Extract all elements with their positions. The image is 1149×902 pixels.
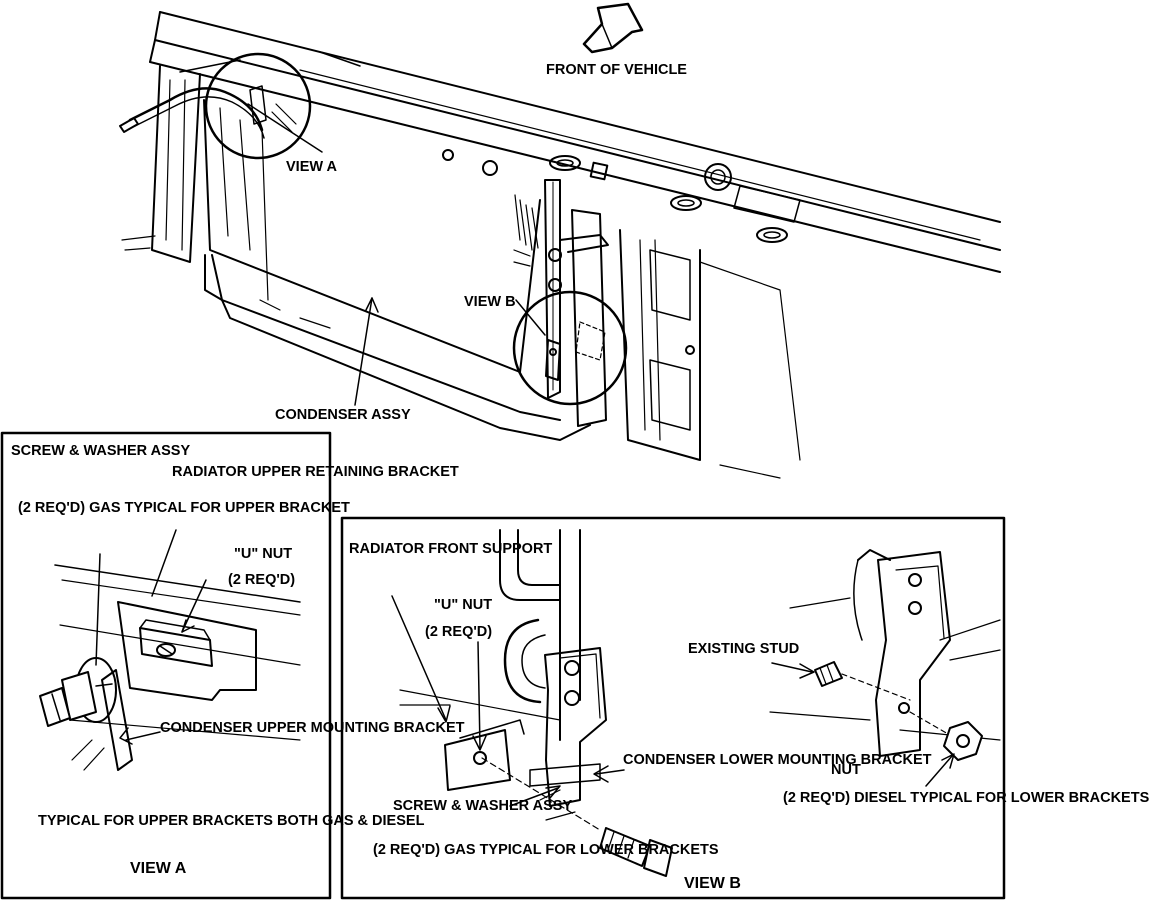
view-a-frame (0, 431, 332, 900)
view-b-circle (512, 290, 628, 406)
condenser-assy-label: CONDENSER ASSY (275, 407, 411, 423)
gas-lower-brackets-note: (2 REQ'D) GAS TYPICAL FOR LOWER BRACKETS (373, 842, 719, 858)
view-a-screw-washer-label: SCREW & WASHER ASSY (11, 443, 191, 459)
view-a-callout-label: VIEW A (286, 159, 338, 175)
front-arrow-icon (582, 2, 644, 54)
view-a-gas-upper-req-label: (2 REQ'D) GAS TYPICAL FOR UPPER BRACKET (18, 500, 350, 516)
view-b-callout-label: VIEW B (464, 294, 516, 310)
condenser-upper-mounting-bracket-label: CONDENSER UPPER MOUNTING BRACKET (160, 720, 465, 736)
view-a-u-nut-label: "U" NUT (234, 546, 293, 562)
radiator-upper-retaining-bracket-label: RADIATOR UPPER RETAINING BRACKET (172, 464, 459, 480)
view-b-u-nut-req-label: (2 REQ'D) (425, 624, 493, 640)
existing-stud-label: EXISTING STUD (688, 641, 800, 657)
view-b-frame (340, 516, 1006, 900)
view-a-u-nut-req-label: (2 REQ'D) (228, 572, 296, 588)
view-b-u-nut-label: "U" NUT (434, 597, 493, 613)
condenser-lower-mounting-bracket-label: CONDENSER LOWER MOUNTING BRACKET (623, 752, 932, 768)
view-b-screw-washer-label: SCREW & WASHER ASSY (393, 798, 573, 814)
view-b-title: VIEW B (684, 875, 741, 892)
view-a-typical-note: TYPICAL FOR UPPER BRACKETS BOTH GAS & DI… (38, 813, 425, 829)
radiator-front-support-label: RADIATOR FRONT SUPPORT (349, 541, 553, 557)
view-a-drawing (0, 431, 332, 900)
diesel-lower-brackets-note: (2 REQ'D) DIESEL TYPICAL FOR LOWER BRACK… (783, 790, 1149, 806)
main-assembly-drawing (119, 2, 1001, 479)
view-a-title: VIEW A (130, 860, 187, 877)
view-a-circle (204, 52, 312, 160)
view-b-drawing (340, 516, 1006, 900)
diagram-artwork (0, 2, 1006, 900)
view-b-nut-label: NUT (831, 762, 861, 778)
front-of-vehicle-label: FRONT OF VEHICLE (546, 62, 687, 78)
